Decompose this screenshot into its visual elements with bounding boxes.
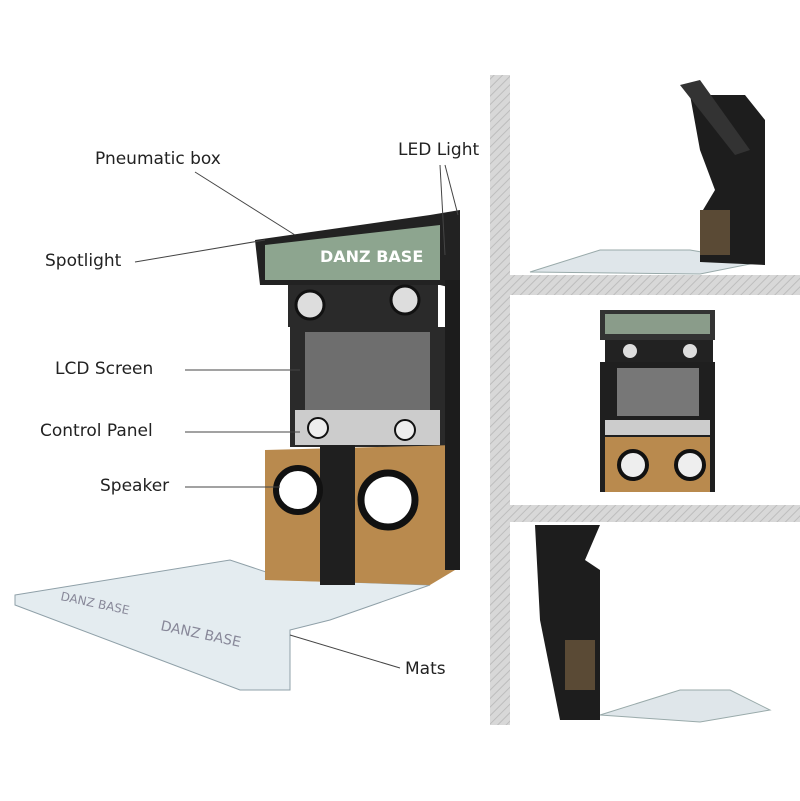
side-view-panels xyxy=(490,75,800,725)
label-pneumatic-box: Pneumatic box xyxy=(95,149,221,169)
label-spotlight: Spotlight xyxy=(45,251,122,271)
label-lcd-screen: LCD Screen xyxy=(55,359,154,379)
leader-lines xyxy=(134,164,459,669)
label-speaker: Speaker xyxy=(100,476,170,496)
label-mats: Mats xyxy=(405,659,446,679)
front-view-image xyxy=(600,310,715,492)
machine-logo: DANZ BASE xyxy=(320,247,423,266)
label-led-light: LED Light xyxy=(398,140,480,160)
side-view-image-top xyxy=(529,80,765,275)
dance-machine-main: DANZ BASE DANZ BASE DANZ BASE xyxy=(14,210,460,691)
side-view-image-bottom xyxy=(535,525,772,723)
label-control-panel: Control Panel xyxy=(40,421,153,441)
